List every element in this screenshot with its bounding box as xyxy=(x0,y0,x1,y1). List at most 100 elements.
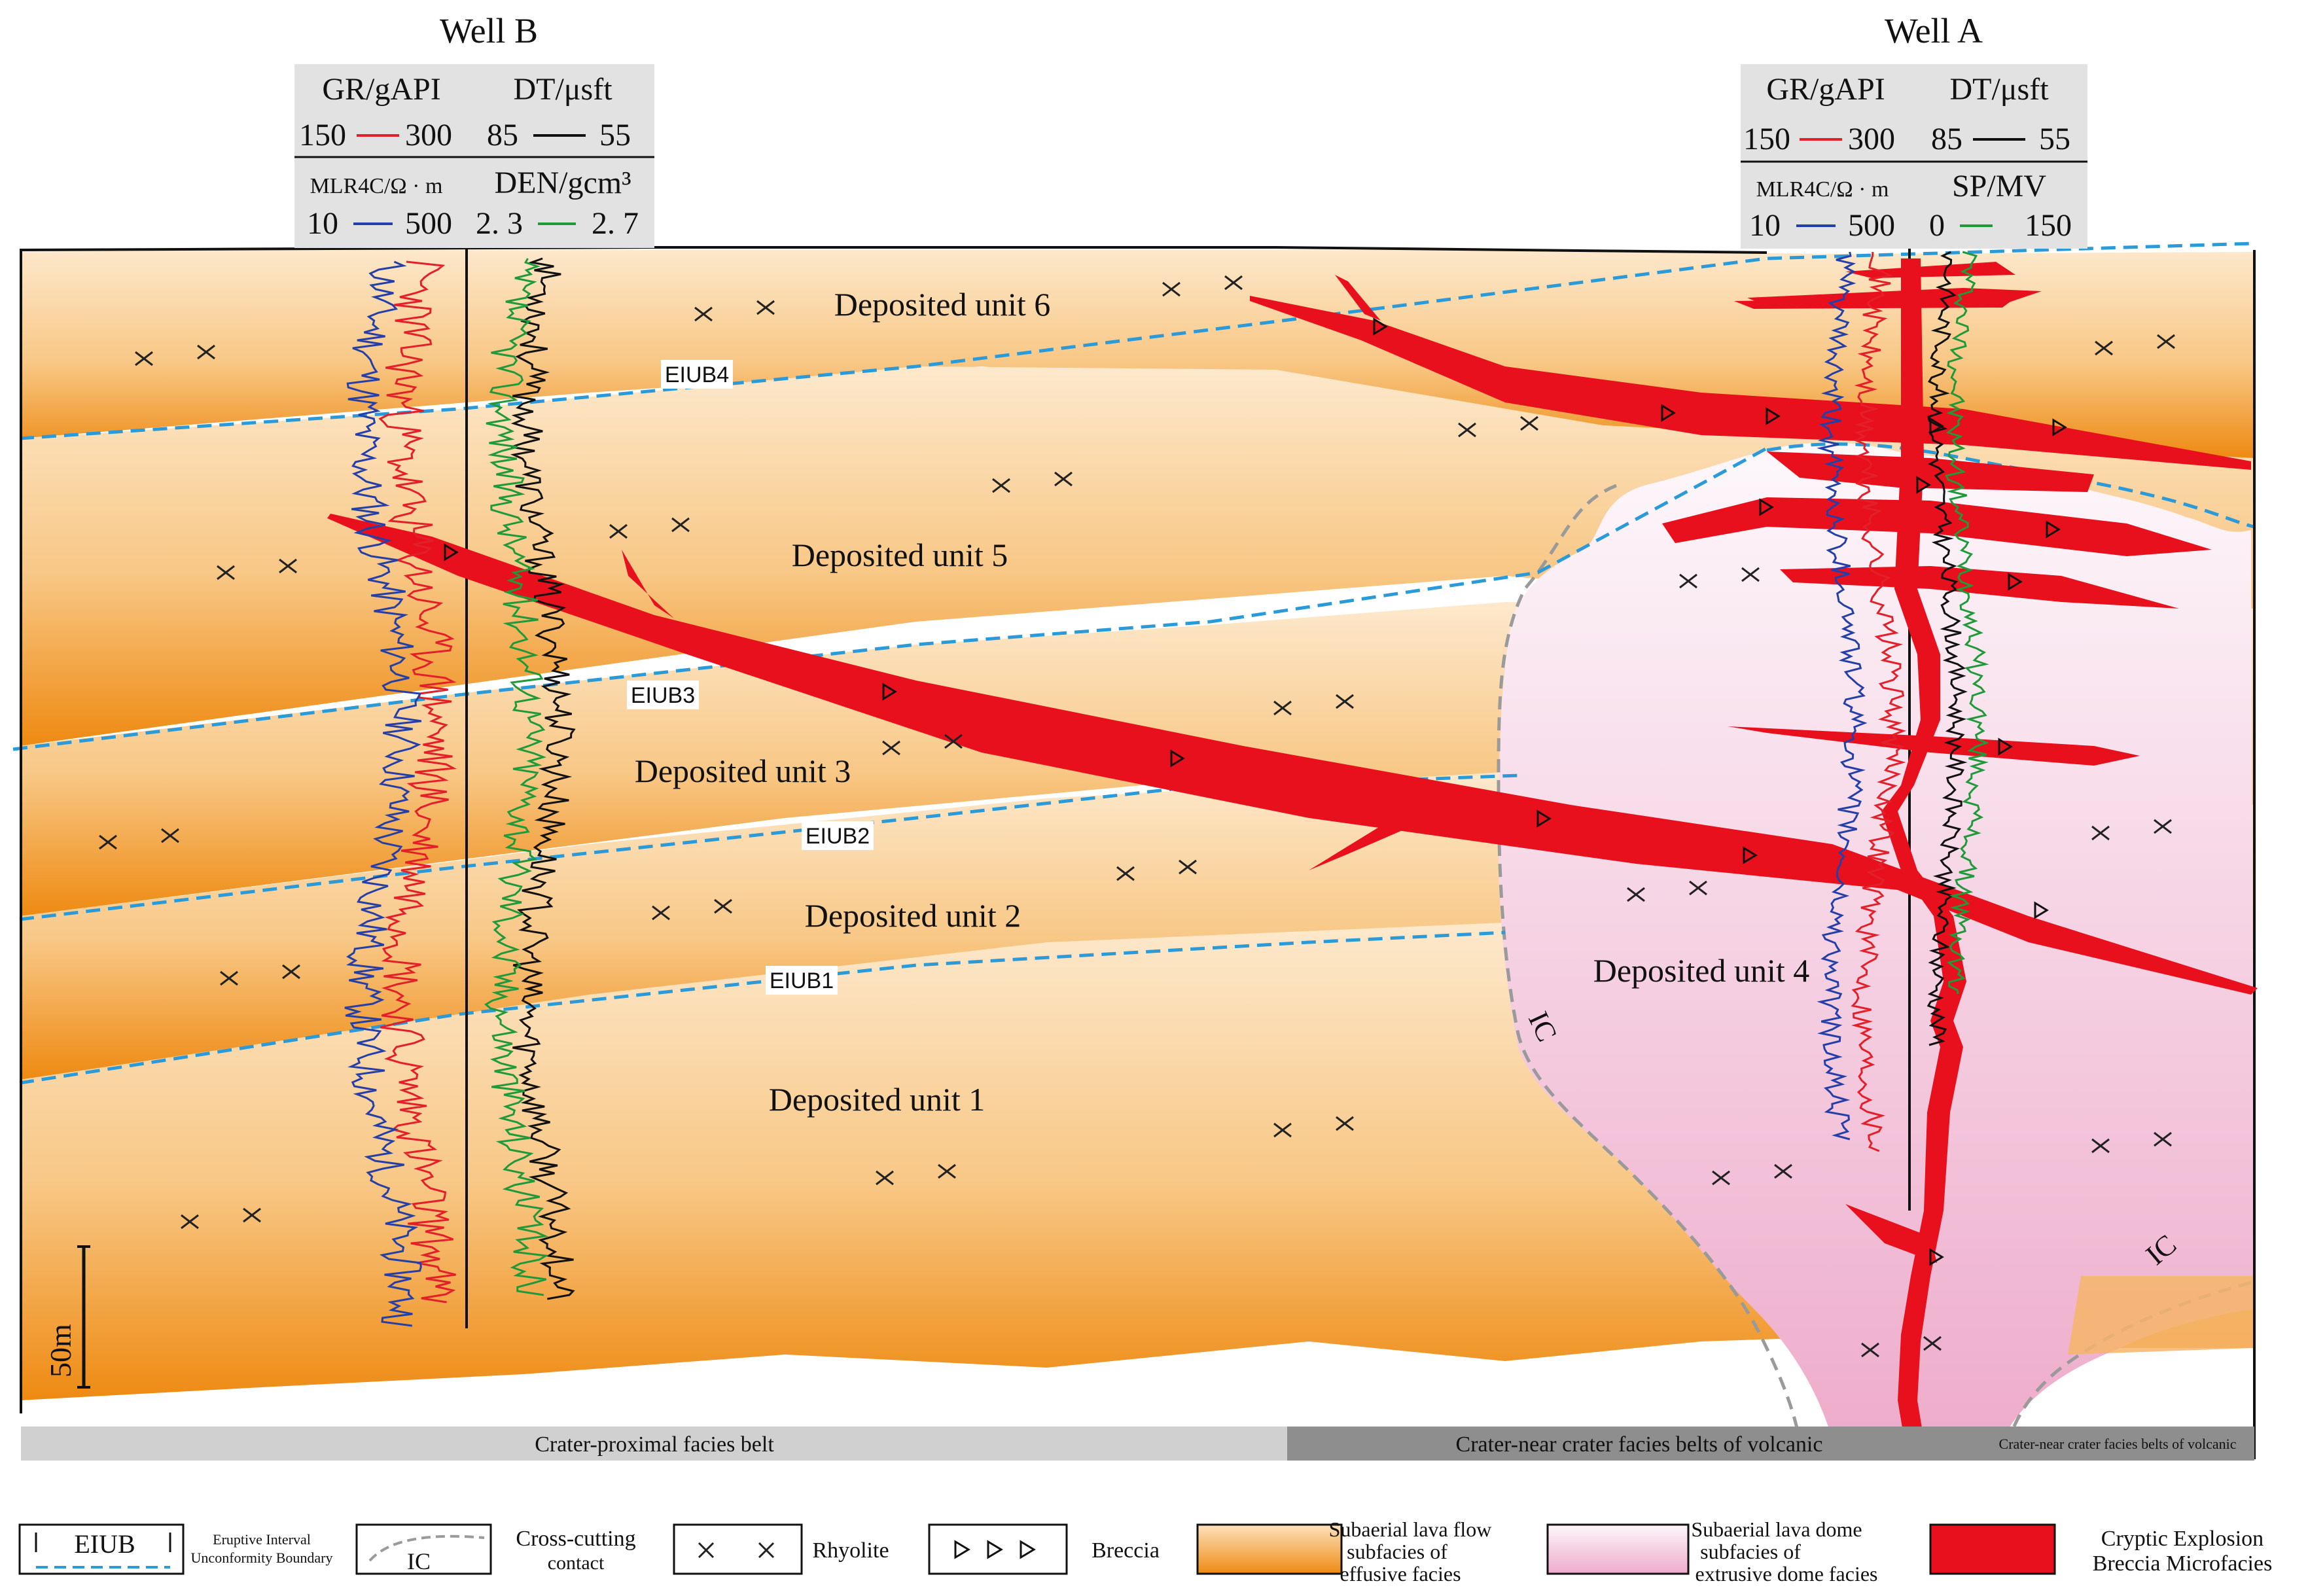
well-b-header: Well B GR/gAPI 150 300 DT/μsft 85 55 MLR… xyxy=(294,11,654,248)
legend-ic-line2: contact xyxy=(548,1552,605,1574)
rhyolite-mark xyxy=(197,344,215,360)
breccia-marker xyxy=(444,543,459,561)
breccia-bodies xyxy=(327,258,2258,1459)
belt-near xyxy=(1287,1427,1981,1461)
legend-cryptic-1: Cryptic Explosion xyxy=(2101,1527,2264,1551)
unit5-band xyxy=(22,366,2254,746)
breccia-marker xyxy=(2034,901,2049,919)
rhyolite-mark xyxy=(1054,471,1073,487)
breccia-marker xyxy=(2052,418,2067,436)
rhyolite-mark xyxy=(1273,700,1292,716)
rhyolite-mark xyxy=(1679,573,1697,589)
well-a-header-box-top xyxy=(1741,64,2087,172)
well-b-res-curve xyxy=(344,260,422,1327)
breccia-upper-diagonal xyxy=(1250,296,2251,470)
rhyolite-mark xyxy=(279,558,297,574)
rhyolite-mark xyxy=(1179,859,1197,875)
unit2-label: Deposited unit 2 xyxy=(805,897,1021,934)
rhyolite-mark xyxy=(671,517,690,533)
rhyolite-mark xyxy=(756,300,775,315)
well-a-header-box-bottom xyxy=(1741,165,2087,249)
rhyolite-mark xyxy=(1520,416,1538,431)
right-flow-remnant xyxy=(2068,1276,2254,1355)
well-b-res-label: MLR4C/Ω · m xyxy=(310,174,443,198)
breccia-finger-8 xyxy=(1845,1204,1937,1263)
rhyolite-mark xyxy=(1923,1336,1942,1351)
breccia-marker xyxy=(1916,476,1931,494)
rhyolite-mark xyxy=(161,828,179,843)
lava-dome-unit4 xyxy=(1499,442,2254,1440)
breccia-marker xyxy=(1929,1248,1944,1266)
breccia-marker xyxy=(1373,317,1388,336)
rhyolite-mark xyxy=(2154,819,2172,834)
breccia-main-diagonal xyxy=(327,514,2258,995)
rhyolite-mark xyxy=(1627,887,1645,902)
breccia-marker xyxy=(1766,407,1781,425)
rhyolite-mark xyxy=(135,351,153,366)
well-b-header-box-bottom xyxy=(294,160,654,248)
unit3-label: Deposited unit 3 xyxy=(635,753,851,789)
legend-eiub-line1: Eruptive Interval xyxy=(213,1531,311,1548)
legend-flow-2: subfacies of xyxy=(1347,1540,1447,1563)
rhyolite-symbols xyxy=(99,275,2175,1358)
well-a-dt-label: DT/μsft xyxy=(1949,72,2049,107)
legend-dome-2: subfacies of xyxy=(1700,1540,1801,1563)
rhyolite-mark xyxy=(1712,1170,1730,1186)
breccia-markers xyxy=(444,317,2067,1266)
unit1-label: Deposited unit 1 xyxy=(769,1081,985,1118)
breccia-marker xyxy=(882,683,897,701)
rhyolite-mark xyxy=(282,964,300,980)
rhyolite-mark xyxy=(694,306,713,322)
well-a-res-max: 500 xyxy=(1848,208,1895,243)
unit-labels: Deposited unit 6 Deposited unit 5 Deposi… xyxy=(635,286,1810,1118)
well-b-header-box-top xyxy=(294,64,654,166)
well-b-logs xyxy=(344,257,576,1327)
well-a-sp-label: SP/MV xyxy=(1952,169,2046,204)
well-b-gr-label: GR/gAPI xyxy=(322,72,440,107)
rhyolite-mark xyxy=(181,1214,199,1230)
well-b-name: Well B xyxy=(440,11,538,50)
breccia-upper-branch xyxy=(1335,275,1381,321)
rhyolite-mark xyxy=(1336,694,1354,709)
well-a-name: Well A xyxy=(1885,11,1983,50)
well-a-sp-max: 150 xyxy=(2025,208,2072,243)
breccia-finger-4 xyxy=(1767,452,2094,492)
breccia-marker xyxy=(2008,573,2023,591)
well-a-gr-label: GR/gAPI xyxy=(1766,72,1885,107)
rhyolite-mark xyxy=(1224,275,1243,291)
breccia-branch-down xyxy=(1309,818,1423,870)
breccia-finger-5 xyxy=(1662,497,2212,556)
well-b-dt-curve xyxy=(510,257,576,1300)
rhyolite-mark xyxy=(938,1163,956,1179)
well-a-sp-curve xyxy=(1945,251,1989,995)
rhyolite-mark xyxy=(1774,1163,1792,1179)
breccia-marker xyxy=(1998,737,2013,756)
eiub3-line xyxy=(12,446,1768,751)
scale-bar: 50m xyxy=(44,1245,90,1389)
legend-rhyolite: Rhyolite xyxy=(812,1538,889,1563)
rhyolite-mark xyxy=(1458,422,1476,438)
rhyolite-mark xyxy=(2091,1138,2110,1154)
legend-flow-3: effusive facies xyxy=(1340,1562,1461,1586)
well-b-gr-max: 300 xyxy=(405,118,452,152)
breccia-marker xyxy=(1170,749,1185,768)
belt-proximal xyxy=(21,1427,1287,1461)
eiub-labels: EIUB4 EIUB3 EIUB2 EIUB1 xyxy=(627,360,874,995)
rhyolite-mark xyxy=(217,565,235,580)
unit6-label: Deposited unit 6 xyxy=(834,286,1051,323)
breccia-marker xyxy=(1536,809,1552,828)
legend: EIUB Eruptive Interval Unconformity Boun… xyxy=(18,1517,2272,1586)
belt-near-small-label: Crater-near crater facies belts of volca… xyxy=(1999,1436,2237,1452)
well-a-gr-min: 150 xyxy=(1743,122,1790,156)
legend-breccia: Breccia xyxy=(1092,1538,1160,1563)
well-b-dt-label: DT/μsft xyxy=(513,72,613,107)
rhyolite-mark xyxy=(99,834,117,850)
rhyolite-mark xyxy=(220,970,238,986)
rhyolite-mark xyxy=(2091,825,2110,841)
rhyolite-mark xyxy=(2157,334,2175,349)
well-a-header: Well A GR/gAPI 150 300 DT/μsft 85 55 MLR… xyxy=(1741,11,2087,249)
rhyolite-mark xyxy=(2154,1131,2172,1147)
rhyolite-mark xyxy=(1861,1342,1879,1358)
facies-belts: Crater-proximal facies belt Crater-near … xyxy=(21,1427,2254,1461)
well-b-den-curve xyxy=(484,258,549,1296)
